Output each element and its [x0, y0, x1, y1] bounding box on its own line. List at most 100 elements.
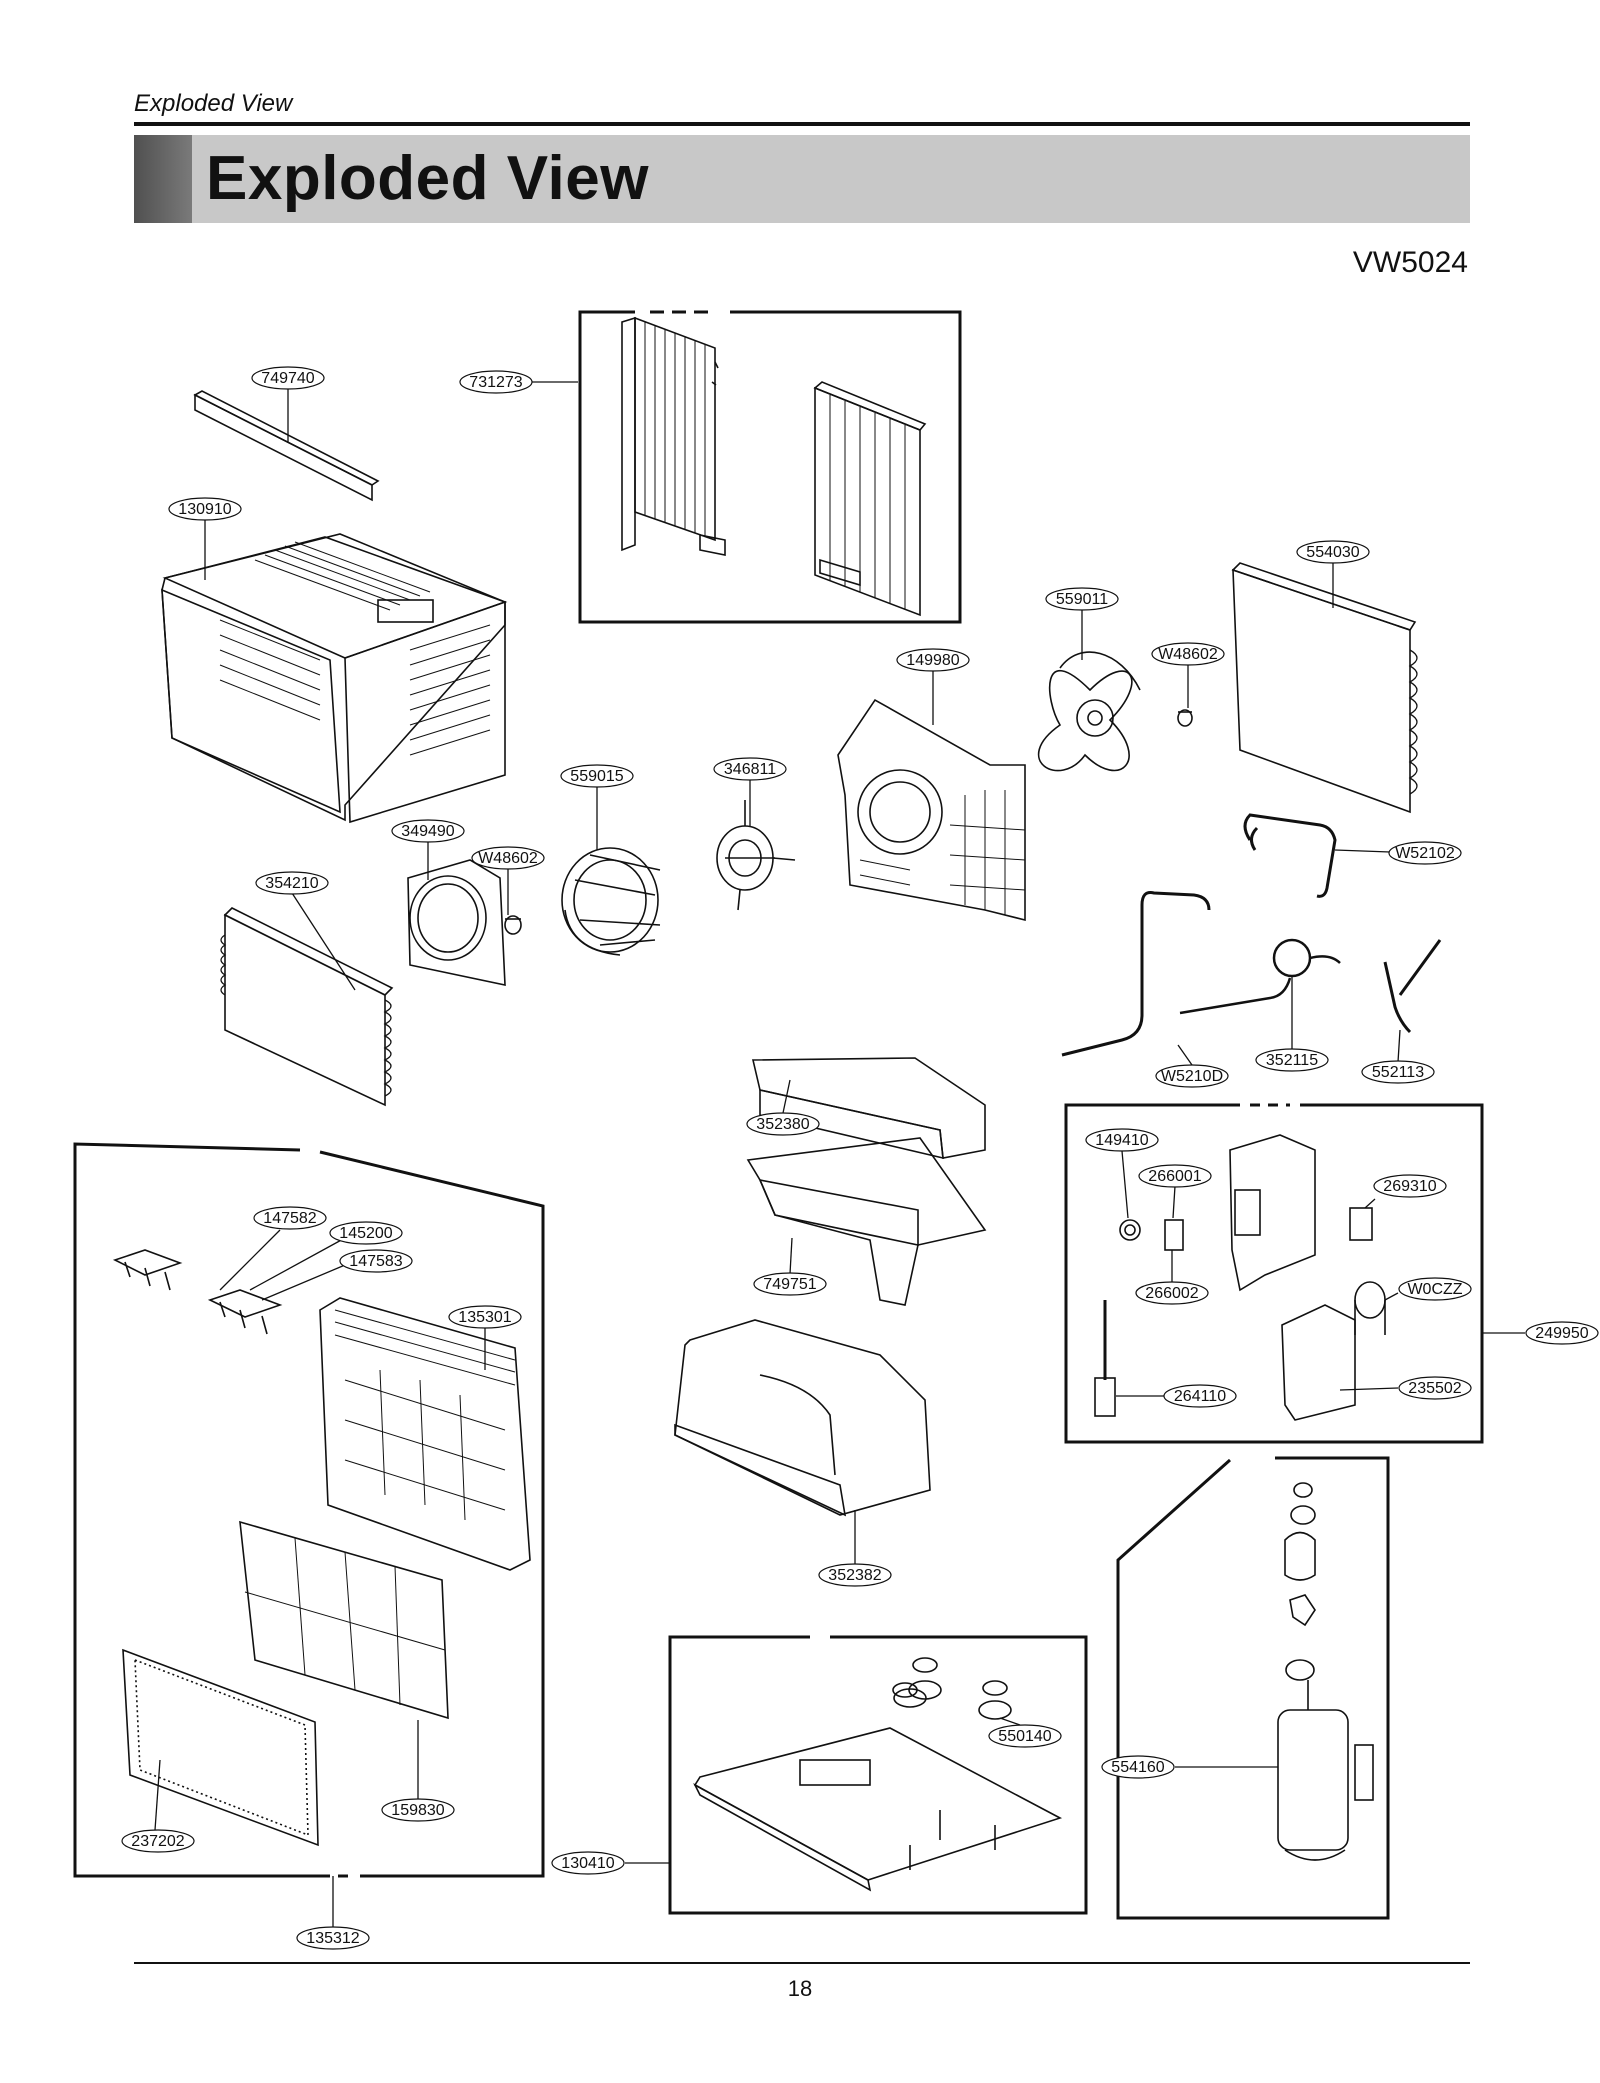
part-side-curtain-right: [813, 381, 927, 617]
label-text: 346811: [724, 761, 776, 778]
part-blower-wheel: [561, 847, 661, 956]
label-130910: 130910: [168, 497, 242, 521]
label-352382: 352382: [818, 1563, 892, 1587]
label-text: 147582: [263, 1210, 316, 1227]
footer-rule: [134, 1962, 1470, 1964]
label-text: W5210D: [1161, 1068, 1223, 1085]
label-147582: 147582: [253, 1206, 327, 1230]
part-grommets: [892, 1657, 1012, 1720]
label-135312: 135312: [296, 1926, 370, 1950]
part-cabinet: [161, 533, 508, 824]
page-number: 18: [787, 1976, 813, 2001]
label-352115: 352115: [1255, 1048, 1329, 1072]
label-264110: 264110: [1163, 1384, 1237, 1408]
part-louver-right: [207, 1289, 283, 1335]
label-159830: 159830: [381, 1798, 455, 1822]
part-evaporator-coil: [220, 907, 394, 1107]
label-554030: 554030: [1296, 540, 1370, 564]
part-power-cord: [1094, 1300, 1116, 1417]
label-text: 264110: [1174, 1388, 1226, 1405]
part-front-grille: [122, 1648, 319, 1847]
part-louver-left: [112, 1249, 183, 1291]
part-air-guide-upper: [751, 1057, 986, 1160]
part-nut-lower: [504, 915, 522, 935]
label-text: 550140: [998, 1728, 1051, 1745]
label-text: 149410: [1095, 1132, 1148, 1149]
label-text: 559015: [570, 768, 623, 785]
part-orifice: [407, 859, 506, 986]
label-346811: 346811: [713, 757, 787, 781]
label-w0czz: W0CZZ: [1398, 1277, 1472, 1301]
label-text: 149980: [906, 652, 959, 669]
label-269310: 269310: [1373, 1174, 1447, 1198]
part-base-pan: [693, 1727, 1063, 1892]
label-749751: 749751: [753, 1272, 827, 1296]
part-cover-235502: [1281, 1304, 1356, 1421]
label-237202: 237202: [121, 1829, 195, 1853]
label-text: 559011: [1056, 591, 1108, 608]
label-text: 237202: [131, 1833, 184, 1850]
label-text: 159830: [391, 1802, 444, 1819]
label-130410: 130410: [551, 1851, 625, 1875]
label-550140: 550140: [988, 1724, 1062, 1748]
part-capacitor-w0czz: [1354, 1281, 1386, 1335]
label-235502: 235502: [1398, 1376, 1472, 1400]
part-capacitor-269310: [1349, 1207, 1373, 1241]
label-749740: 749740: [251, 366, 325, 390]
label-w52102: W52102: [1388, 841, 1462, 865]
label-149980: 149980: [896, 648, 970, 672]
part-compressor: [1277, 1680, 1374, 1861]
part-side-curtain-left: [621, 316, 726, 556]
label-w5210d: W5210D: [1155, 1064, 1229, 1088]
title-banner: Exploded View: [134, 135, 1470, 223]
label-w48602-lower: W48602: [471, 846, 545, 870]
label-text: 352382: [828, 1567, 881, 1584]
part-air-filter: [239, 1520, 449, 1720]
label-147583: 147583: [339, 1249, 413, 1273]
part-labels: 749740 731273 130910 554030 559011 W4860…: [121, 366, 1599, 1950]
label-554160: 554160: [1101, 1755, 1175, 1779]
label-text: W52102: [1395, 845, 1455, 862]
group-box-control: [1064, 1103, 1484, 1444]
part-front-panel: [319, 1297, 531, 1571]
label-text: 554160: [1111, 1759, 1164, 1776]
part-knob: [1119, 1219, 1141, 1241]
label-135301: 135301: [448, 1305, 522, 1329]
banner-tab: [134, 135, 192, 223]
part-base-air-guide: [674, 1319, 931, 1517]
part-top-rail: [193, 390, 380, 502]
label-text: 749751: [763, 1276, 816, 1293]
label-354210: 354210: [255, 871, 329, 895]
model-number: VW5024: [1352, 246, 1468, 279]
label-text: 266001: [1148, 1168, 1201, 1185]
label-559011: 559011: [1045, 587, 1119, 611]
label-text: 135312: [306, 1930, 359, 1947]
part-fan-motor: [716, 800, 796, 911]
group-box-front-grille: [73, 1142, 545, 1878]
label-349490: 349490: [391, 819, 465, 843]
label-text: 749740: [261, 370, 314, 387]
label-text: 145200: [339, 1225, 392, 1242]
label-145200: 145200: [329, 1221, 403, 1245]
label-w48602-upper: W48602: [1151, 642, 1225, 666]
label-text: 554030: [1306, 544, 1359, 561]
label-249950: 249950: [1525, 1321, 1599, 1345]
label-text: 731273: [469, 374, 522, 391]
part-control-box: [1229, 1134, 1316, 1292]
label-text: 354210: [265, 875, 318, 892]
label-149410: 149410: [1085, 1128, 1159, 1152]
part-tube-w52102: [1243, 813, 1337, 898]
label-266002: 266002: [1135, 1281, 1209, 1305]
part-air-guide-lower: [746, 1137, 987, 1306]
label-352380: 352380: [746, 1112, 820, 1136]
label-text: 135301: [458, 1309, 511, 1326]
label-text: 352380: [756, 1116, 809, 1133]
label-731273: 731273: [459, 370, 533, 394]
leader-lines: [154, 381, 1525, 1927]
label-text: W48602: [478, 850, 538, 867]
label-text: 130410: [561, 1855, 614, 1872]
group-box-side-curtains: [578, 310, 962, 624]
part-propeller-fan: [1037, 651, 1141, 772]
label-text: 266002: [1145, 1285, 1198, 1302]
